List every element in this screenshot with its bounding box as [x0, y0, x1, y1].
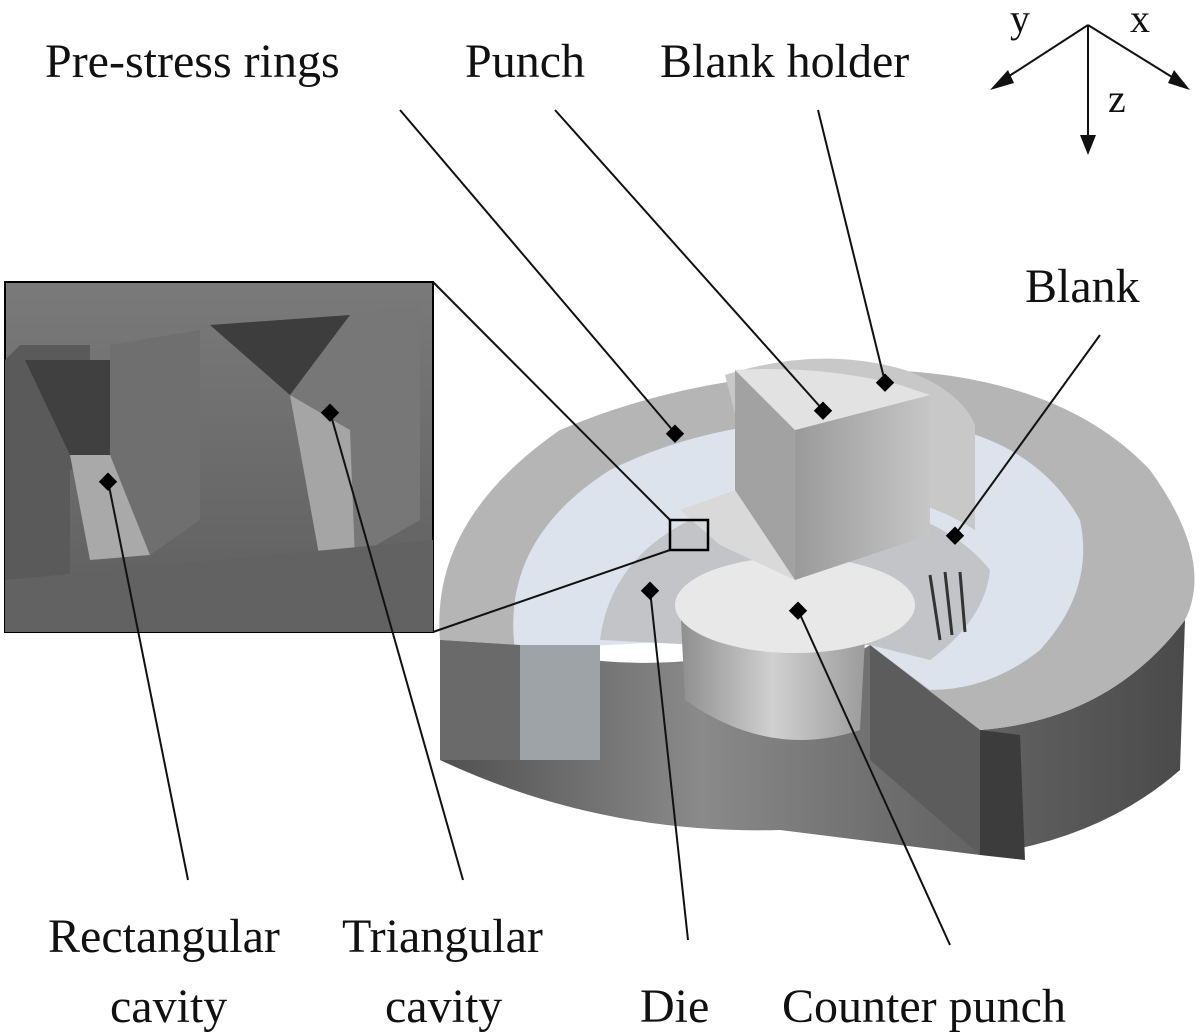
label-blank-holder: Blank holder [660, 35, 909, 88]
leader-rectangular-cavity [107, 480, 189, 881]
axis-x-arrow-icon [1168, 70, 1190, 90]
marker-blank [945, 526, 965, 545]
axis-y-arrow-icon [990, 70, 1014, 90]
label-counter-punch: Counter punch [782, 980, 1066, 1033]
leader-die [649, 589, 689, 941]
marker-punch [813, 401, 833, 420]
leader-counter-punch [797, 609, 951, 946]
label-rectangular-cavity-line2: cavity [110, 980, 227, 1033]
zoom-connector-top [432, 281, 671, 521]
blank-plate [680, 490, 795, 580]
zoom-connector-bottom [432, 549, 671, 633]
inset-base [5, 540, 433, 632]
axis-y-line [999, 24, 1089, 83]
labels: Pre-stress rings Punch Blank holder Blan… [45, 35, 1140, 1033]
label-die: Die [640, 980, 709, 1033]
tool-body [439, 358, 1195, 860]
label-punch: Punch [465, 35, 585, 88]
axis-triad: y x z [990, 0, 1190, 155]
inset-rect-cavity [25, 360, 110, 455]
axis-z-arrow-icon [1080, 135, 1096, 155]
inset-tri-floor [290, 395, 355, 560]
punch-side-right [795, 395, 930, 580]
marker-blank-holder [875, 373, 895, 392]
label-triangular-cavity-line1: Triangular [342, 910, 543, 963]
leader-pre-stress-rings [399, 109, 676, 434]
axis-x-line [1087, 24, 1181, 83]
outer-ring-cut-face [870, 645, 980, 855]
markers [98, 373, 965, 620]
marker-triangular-cavity [320, 403, 340, 422]
leader-blank [954, 334, 1101, 536]
die-ring-marks [928, 571, 967, 641]
label-triangular-cavity-line2: cavity [385, 980, 502, 1033]
inset-tri-face [290, 305, 420, 560]
label-rectangular-cavity-line1: Rectangular [48, 910, 280, 963]
inset-rect-ridge [110, 330, 200, 555]
label-pre-stress-rings: Pre-stress rings [45, 35, 340, 88]
leader-punch [554, 109, 824, 411]
marker-pre-stress-rings [665, 424, 685, 443]
left-cut-face [440, 640, 520, 760]
left-cut-face-inner [520, 645, 600, 760]
axis-y-label: y [1010, 0, 1030, 41]
axis-x-label: x [1130, 0, 1150, 41]
zoom-inset [4, 281, 434, 633]
zoom-source-box [668, 518, 710, 552]
leader-blank-holder [817, 109, 886, 383]
leader-lines [107, 109, 1101, 946]
marker-die [640, 581, 660, 600]
label-blank: Blank [1025, 260, 1140, 313]
axis-z-label: z [1108, 76, 1126, 121]
marker-counter-punch [788, 601, 808, 620]
outer-ring-cut-face-light [980, 730, 1025, 860]
inset-rect-cavity-floor [70, 455, 150, 560]
leader-triangular-cavity [329, 411, 464, 881]
